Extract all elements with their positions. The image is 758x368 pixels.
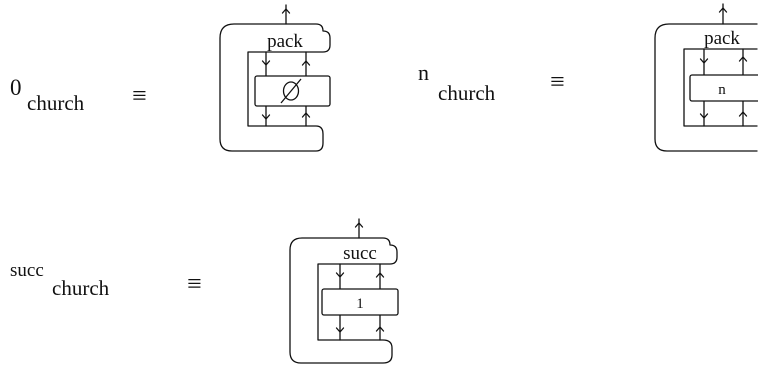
term-subscript: church	[27, 91, 85, 115]
box-label: n	[718, 82, 726, 98]
outer-loop	[289, 237, 398, 364]
equivalence-symbol: ≡	[187, 269, 202, 298]
term-base: n	[418, 60, 429, 85]
node-label: succ	[343, 243, 377, 264]
equivalence-symbol: ≡	[550, 67, 565, 96]
content-box	[321, 288, 399, 316]
definition-zero-church: 0 church ≡ pack	[10, 4, 331, 152]
term-zero-church: 0 church	[10, 75, 85, 115]
node-label: pack	[704, 28, 740, 49]
pack-net-diagram: pack	[219, 4, 331, 152]
term-succ-church: succ church	[10, 260, 110, 300]
emptyset-icon	[280, 78, 302, 104]
term-subscript: church	[438, 81, 496, 105]
term-n-church: n church	[418, 60, 496, 105]
pack-net-diagram: pack n	[654, 3, 758, 152]
equivalence-symbol: ≡	[132, 81, 147, 110]
succ-net-diagram: succ 1	[289, 218, 399, 364]
node-label: pack	[267, 31, 303, 52]
term-base: succ	[10, 260, 44, 281]
content-box	[689, 74, 758, 102]
definition-n-church: n church ≡ pack n	[418, 3, 758, 152]
term-base: 0	[10, 75, 22, 100]
term-subscript: church	[52, 276, 110, 300]
definition-succ-church: succ church ≡ succ 1	[10, 218, 399, 364]
content-box	[254, 75, 331, 107]
outer-loop	[654, 23, 758, 152]
outer-loop	[219, 23, 331, 152]
box-label: 1	[356, 296, 364, 312]
